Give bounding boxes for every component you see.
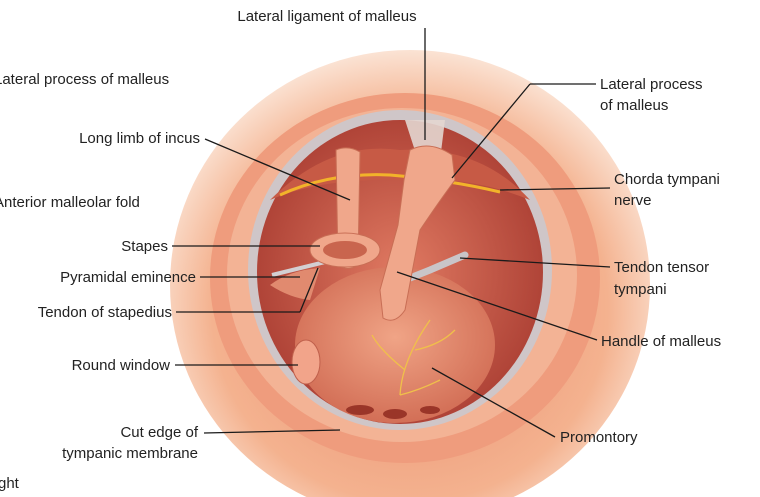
label-handle-malleus: Handle of malleus xyxy=(601,333,721,350)
label-chorda-tympani-line2: nerve xyxy=(614,192,652,209)
label-tendon-tensor-line2: tympani xyxy=(614,281,667,298)
hypotympanic-recess-2 xyxy=(383,409,407,419)
label-corner-fragment: ght xyxy=(0,475,20,492)
label-lateral-ligament: Lateral ligament of malleus xyxy=(237,8,416,25)
stapes-opening xyxy=(323,241,367,259)
label-tendon-stapedius: Tendon of stapedius xyxy=(38,304,172,321)
label-lateral-process-left: Lateral process of malleus xyxy=(0,71,169,88)
label-anterior-malleolar-fold: Anterior malleolar fold xyxy=(0,194,140,211)
label-cut-edge-line1: Cut edge of xyxy=(120,424,198,441)
label-round-window: Round window xyxy=(72,357,171,374)
label-tendon-tensor-line1: Tendon tensor xyxy=(614,259,709,276)
label-lateral-process-right-line2: of malleus xyxy=(600,97,668,114)
hypotympanic-recess-1 xyxy=(346,405,374,415)
label-chorda-tympani-line1: Chorda tympani xyxy=(614,171,720,188)
label-lateral-process-right-line1: Lateral process xyxy=(600,76,703,93)
label-pyramidal-eminence: Pyramidal eminence xyxy=(60,269,196,286)
label-long-limb-incus: Long limb of incus xyxy=(79,130,200,147)
label-cut-edge-line2: tympanic membrane xyxy=(62,445,198,462)
round-window xyxy=(292,340,320,384)
label-stapes: Stapes xyxy=(121,238,168,255)
label-promontory: Promontory xyxy=(560,429,638,446)
hypotympanic-recess-3 xyxy=(420,406,440,414)
